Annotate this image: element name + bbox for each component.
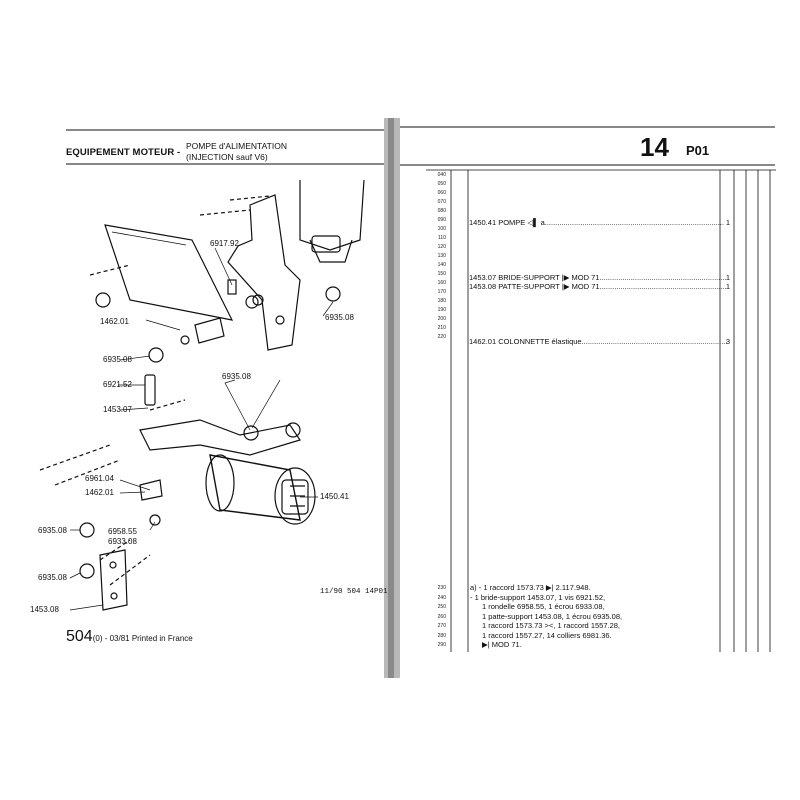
engine-block-outline [299,179,365,251]
row-number: 070 [437,199,446,205]
note-line: 1 raccord 1557.27, 14 colliers 6981.36. [482,630,612,640]
part-name: BRIDE-SUPPORT [498,273,560,282]
row-number: 200 [437,316,446,322]
note-row-number: 270 [437,623,446,629]
note-row-number: 290 [437,642,446,648]
reference-code: 11/90 504 14P01 [320,588,388,596]
callout-6935-08-a: 6935.08 [325,313,354,322]
row-number: 090 [437,217,446,223]
row-number: 210 [437,325,446,331]
dot-leader: ........................................… [544,218,724,227]
callout-6933-08: 6933.08 [108,537,137,546]
row-number: 140 [437,262,446,268]
page-code: P01 [686,143,710,158]
row-number: 110 [438,235,446,241]
footer-model: 504 [66,628,93,645]
note-row-number: 250 [437,604,446,610]
callout-1453-08: 1453.08 [30,605,59,614]
note-line: ▶| MOD 71. [482,640,522,649]
row-number: 080 [437,208,446,214]
section-title: EQUIPEMENT MOTEUR - [66,147,181,158]
exploded-diagram [39,179,365,611]
callout-1462-01-b: 1462.01 [85,488,114,497]
part-sym: MOD 71 [571,282,600,291]
footer-edition: (0) - 03/81 Printed in France [92,634,193,643]
callout-6917-92: 6917.92 [210,239,239,248]
mod-arrow-icon: |▶ [561,273,570,282]
dot-leader: ........................................… [599,282,727,291]
arm-bracket [139,419,301,456]
note-row-number: 230 [437,585,446,591]
row-number: 130 [437,253,446,259]
tall-bracket [227,194,301,351]
part-name: POMPE [498,218,526,227]
row-number: 050 [437,181,446,187]
callout-6958-55: 6958.55 [108,527,137,536]
note-row-number: 240 [437,594,446,601]
part-qty: 1 [725,218,731,227]
part-arrow-icon: ◁▌ [527,218,539,227]
row-number: 120 [437,244,446,250]
section-subtitle-2: (INJECTION sauf V6) [186,152,268,162]
row-number: 190 [437,307,446,313]
row-number: 180 [437,298,446,304]
callout-6961-04: 6961.04 [85,474,114,483]
mod-arrow-icon: |▶ [561,282,570,291]
note-line: - 1 bride-support 1453.07, 1 vis 6921.52… [470,592,606,602]
part-ref: 1453.08 [469,282,497,291]
callout-6935-08-d: 6935.08 [38,526,67,535]
support-plate [104,224,234,321]
callout-6935-08-b: 6935.08 [103,355,132,364]
callout-1453-07: 1453.07 [103,405,132,414]
note-row-number: 260 [437,613,446,620]
part-ref: 1450.41 [469,218,497,227]
part-name: PATTE-SUPPORT [498,282,560,291]
note-line: 1 patte-support 1453.08, 1 écrou 6935.08… [482,611,623,621]
row-number: 150 [437,271,446,277]
row-number: 170 [437,289,446,295]
callout-1450-41: 1450.41 [320,492,349,501]
part-name: COLONNETTE élastique [498,337,582,346]
row-number: 160 [437,280,446,286]
callout-6935-08-c: 6935.08 [222,372,251,381]
callout-6921-52: 6921.52 [103,380,132,389]
note-line: 1 raccord 1573.73 ><, 1 raccord 1557.28, [482,621,621,630]
row-number: 220 [437,334,446,340]
part-qty: 3 [725,337,731,346]
part-sym: a [540,218,545,227]
callout-6935-08-e: 6935.08 [38,573,67,582]
patte-support [99,549,128,611]
page-number: 14 [640,132,669,162]
row-number: 100 [437,226,446,232]
part-qty: 1 [725,273,731,282]
note-row-number: 280 [437,632,446,639]
note-line: 1 rondelle 6958.55, 1 écrou 6933.08, [482,602,605,611]
part-row-1453-08: 1453.08 PATTE-SUPPORT |▶ MOD 71.........… [469,282,727,291]
part-row-1462-01: 1462.01 COLONNETTE élastique............… [469,337,727,346]
dot-leader: ........................................… [581,337,728,346]
pump-body [209,454,301,521]
part-row-1450-41: 1450.41 POMPE ◁▌ a......................… [469,218,724,227]
part-row-1453-07: 1453.07 BRIDE-SUPPORT |▶ MOD 71.........… [469,273,727,282]
row-number: 060 [437,190,446,196]
callout-1462-01-a: 1462.01 [100,317,129,326]
part-qty: 1 [725,282,731,291]
row-number: 040 [437,172,446,178]
dot-leader: ........................................… [599,273,727,282]
note-line: a) - 1 raccord 1573.73 ▶| 2.117.948. [470,583,591,592]
section-subtitle-1: POMPE d'ALIMENTATION [186,141,287,151]
footer: 504(0) - 03/81 Printed in France [66,628,193,646]
part-ref: 1462.01 [469,337,497,346]
part-sym: MOD 71 [571,273,600,282]
part-ref: 1453.07 [469,273,497,282]
